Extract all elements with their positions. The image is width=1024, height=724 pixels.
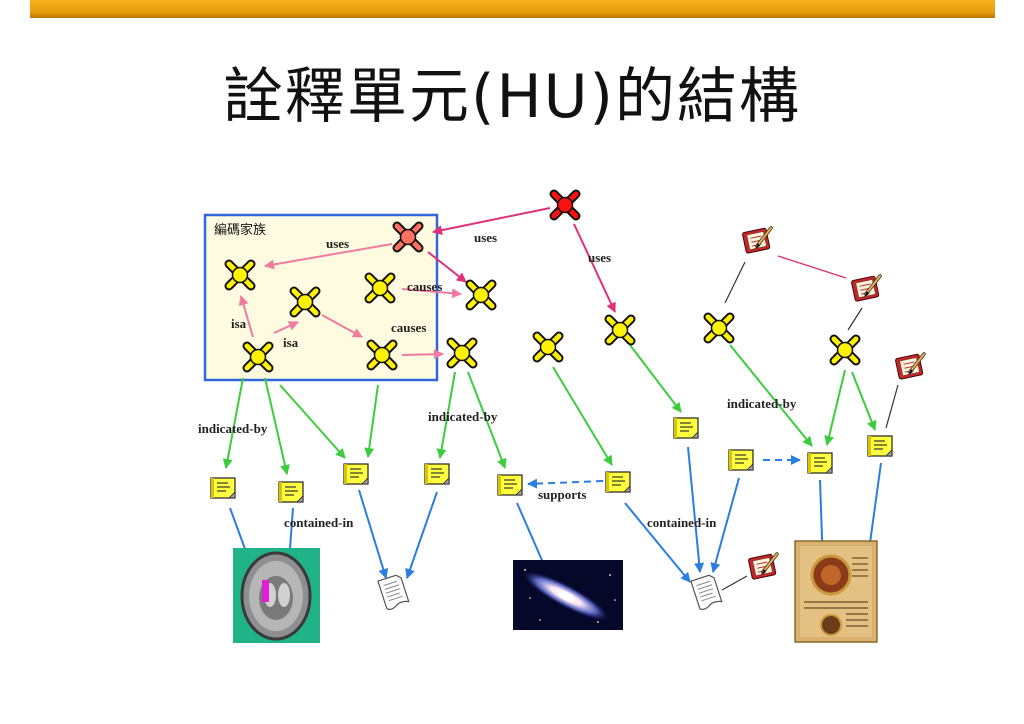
edge-indicated-by — [824, 369, 846, 446]
edge-label-uses: uses — [588, 250, 611, 265]
edge-indicated-by — [264, 377, 290, 475]
quotation-icon[interactable] — [278, 481, 304, 503]
edge-family-inner — [321, 314, 363, 338]
memo-icon[interactable] — [893, 352, 926, 382]
edge-label-isa: isa — [283, 335, 299, 350]
document-icon[interactable] — [690, 573, 723, 612]
edge-uses-top-to-family — [432, 207, 551, 236]
edge-causes-2 — [401, 349, 444, 360]
quotation-icon[interactable] — [343, 463, 369, 485]
edge-label-uses: uses — [326, 236, 349, 251]
edge-label-indicated-by: indicated-by — [428, 409, 498, 424]
edge-memo-link — [847, 307, 863, 331]
edge-uses-top-to-code — [573, 223, 616, 313]
memo-icon[interactable] — [740, 226, 773, 256]
code-icon[interactable] — [247, 346, 269, 368]
quotation-icon[interactable] — [210, 477, 236, 499]
code-icon[interactable] — [451, 342, 473, 364]
edge-memo-link — [885, 384, 899, 429]
edge-isa-1 — [238, 295, 254, 338]
edge-label-supports: supports — [538, 487, 586, 502]
edge-label-indicated-by: indicated-by — [727, 396, 797, 411]
edge-label-contained-in: contained-in — [647, 515, 717, 530]
slide-title: 詮釋單元(HU)的結構 — [223, 62, 801, 132]
document-icon[interactable] — [377, 573, 410, 612]
quotation-icon[interactable] — [605, 471, 631, 493]
edge-memo-link — [724, 261, 746, 304]
edge-indicated-by — [629, 344, 682, 413]
edge-label-indicated-by: indicated-by — [198, 421, 268, 436]
manuscript-image — [794, 540, 878, 643]
edge-indicated-by — [436, 371, 456, 459]
code-icon[interactable] — [229, 264, 251, 286]
edge-label-isa: isa — [231, 316, 247, 331]
edge-supports — [527, 478, 604, 489]
edge-family-code-to-outside — [427, 251, 467, 283]
code-icon[interactable] — [537, 336, 559, 358]
edge-quotation-to-document — [687, 446, 705, 573]
edge-contained-in — [624, 502, 691, 583]
code-icon[interactable] — [708, 317, 730, 339]
quotation-icon[interactable] — [807, 452, 833, 474]
code-icon[interactable] — [369, 277, 391, 299]
edge-label-uses: uses — [474, 230, 497, 245]
code-icon[interactable] — [294, 291, 316, 313]
edge-indicated-by — [222, 377, 244, 469]
quotation-icon[interactable] — [867, 435, 893, 457]
quotation-icon[interactable] — [673, 417, 699, 439]
code-icon[interactable] — [609, 319, 631, 341]
code-icon[interactable] — [834, 339, 856, 361]
top-accent-bar — [30, 0, 995, 18]
edge-indicated-by — [364, 384, 379, 458]
code-icon[interactable] — [397, 226, 419, 248]
code-icon[interactable] — [554, 194, 576, 216]
quotation-icon[interactable] — [424, 463, 450, 485]
edge-label-causes: causes — [391, 320, 426, 335]
edge-indicated-by — [467, 371, 507, 469]
quotation-icon[interactable] — [497, 474, 523, 496]
edge-memo-link — [721, 575, 748, 591]
edge-causes-1 — [401, 288, 462, 299]
edge-indicated-by — [552, 366, 613, 466]
quotation-icon[interactable] — [728, 449, 754, 471]
code-icon[interactable] — [371, 344, 393, 366]
memo-icon[interactable] — [849, 274, 882, 304]
memo-icon[interactable] — [746, 552, 779, 582]
edge-memo-link — [777, 255, 847, 279]
edge-quotation-to-document — [710, 477, 740, 573]
edge-quotation-to-document — [358, 489, 389, 579]
edge-indicated-by — [729, 344, 813, 447]
edge-indicated-by — [851, 371, 877, 431]
edge-indicated-by — [279, 384, 346, 459]
galaxy-image — [513, 560, 623, 630]
code-family-label: 編碼家族 — [214, 222, 266, 238]
code-icon[interactable] — [470, 284, 492, 306]
edge-label-causes: causes — [407, 279, 442, 294]
brain-scan-image — [233, 548, 320, 643]
edge-label-contained-in: contained-in — [284, 515, 354, 530]
edge-uses-family — [264, 243, 393, 270]
edge-quotation-to-document — [405, 491, 438, 579]
edge-isa-2 — [273, 321, 299, 334]
